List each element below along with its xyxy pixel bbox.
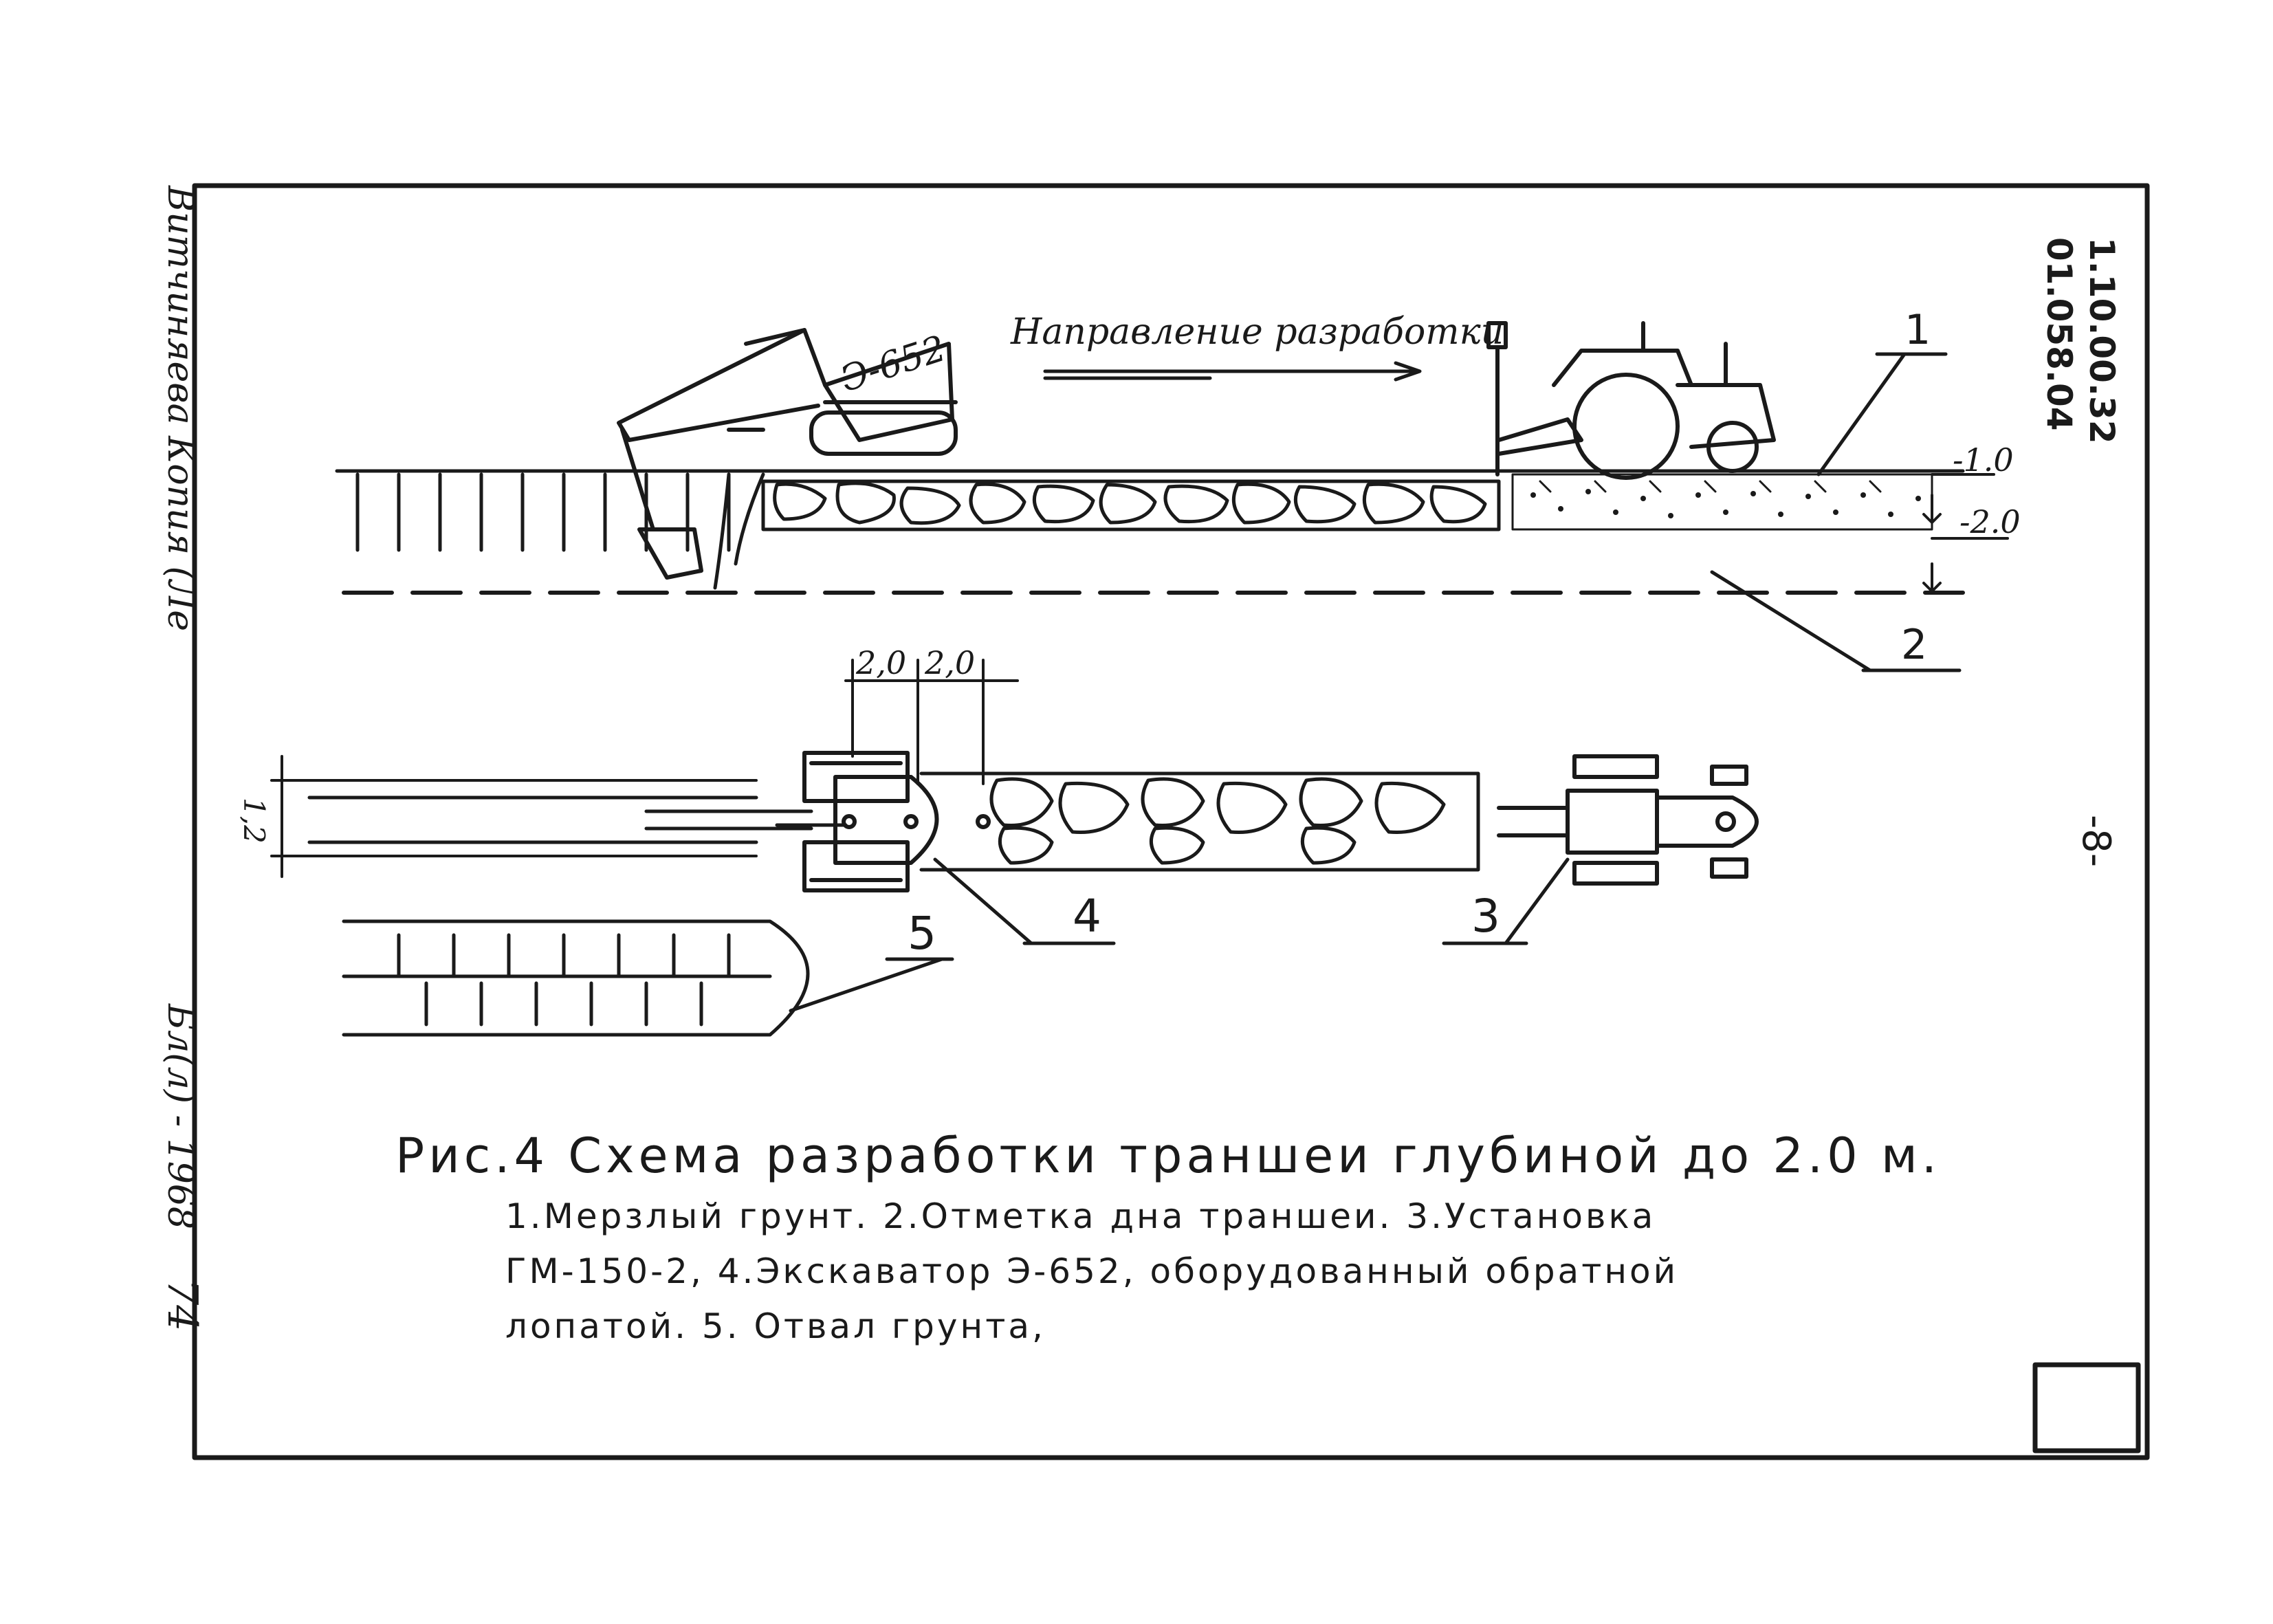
tractor-plan <box>1497 754 1759 886</box>
mark-minus-2: -2.0 <box>1959 503 2021 540</box>
callout-4: 4 <box>1073 890 1101 943</box>
elevation-marks <box>1922 473 2009 593</box>
loosened-strip-plan <box>919 771 1480 872</box>
page-number: -8- <box>2074 815 2118 867</box>
excavator-profile <box>617 328 958 580</box>
direction-arrow <box>1043 361 1422 382</box>
doc-code-line1: 1.10.00.32 <box>2082 237 2122 444</box>
dim-label-1: 2,0 <box>855 644 906 681</box>
plan-view: 1,2 2,0 2,0 <box>237 644 1759 1037</box>
margin-note-top: Витчиняева Копия (Ле <box>160 185 201 631</box>
callout-3: 3 <box>1471 890 1500 943</box>
callout-5: 5 <box>908 907 936 960</box>
profile-view: Э-652 Направление разработки -1. <box>335 306 2021 672</box>
callout-1: 1 <box>1904 306 1931 354</box>
dim-width-label: 1,2 <box>237 798 271 844</box>
excavation-face <box>713 472 731 590</box>
doc-code-line2: 01.058.04 <box>2039 237 2079 431</box>
corner-stamp-box <box>2032 1362 2141 1453</box>
direction-label: Направление разработки <box>1010 311 1504 353</box>
margin-note-middle: Бл(л) - 1968 <box>160 1003 201 1229</box>
margin-note-bottom: 74 <box>158 1279 206 1331</box>
ripper-tractor-profile <box>1486 321 1776 480</box>
drawing-frame <box>192 183 2150 1460</box>
excavated-trench <box>307 795 848 844</box>
callout-leaders-plan <box>789 857 1570 1013</box>
dim-lines-2-0 <box>844 659 1019 785</box>
frozen-ground-hatch <box>355 472 731 552</box>
dim-label-2: 2,0 <box>924 644 975 681</box>
callout-2: 2 <box>1901 621 1927 669</box>
broken-soil-band <box>761 479 1501 531</box>
excavator-label: Э-652 <box>835 328 950 400</box>
loosened-layer <box>1511 473 1933 531</box>
spoil-heap <box>342 919 810 1037</box>
width-dimension <box>270 755 758 878</box>
callout-leaders-profile <box>1710 352 1962 672</box>
mark-minus-1: -1.0 <box>1953 441 2014 479</box>
